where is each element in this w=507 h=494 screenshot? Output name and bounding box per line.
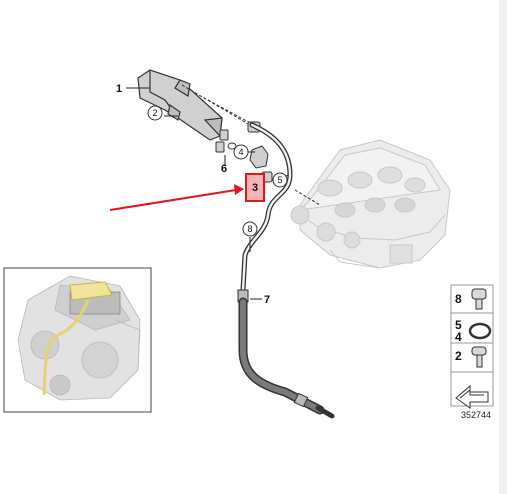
callout-circle-5 bbox=[272, 172, 288, 188]
callout-6: 6 bbox=[221, 163, 227, 175]
fuel-rail-bracket bbox=[137, 69, 223, 141]
callout-circle-4 bbox=[233, 144, 249, 160]
callout-circle-8 bbox=[242, 221, 258, 237]
cylinder-head-illustration bbox=[290, 139, 451, 269]
mounting-dash-line-b bbox=[207, 99, 255, 126]
legend-number-8: 8 bbox=[455, 292, 462, 306]
hose-clamp-icon bbox=[471, 288, 487, 310]
legend-number-2: 2 bbox=[455, 349, 462, 363]
callout-1: 1 bbox=[116, 83, 122, 95]
legend-number-4: 4 bbox=[455, 330, 462, 344]
callout-2: 2 bbox=[152, 108, 157, 118]
callout-7: 7 bbox=[264, 294, 270, 306]
reference-number: 352744 bbox=[461, 410, 491, 420]
callout-circle-2 bbox=[147, 105, 163, 121]
callout-8: 8 bbox=[247, 224, 252, 234]
red-pointer-arrow bbox=[109, 184, 244, 211]
callout-3: 3 bbox=[252, 182, 258, 194]
callout-4: 4 bbox=[238, 147, 243, 157]
right-border-strip bbox=[499, 0, 507, 494]
fuel-feed-line bbox=[237, 122, 335, 419]
legend-number-5: 5 bbox=[455, 318, 462, 332]
screw-icon bbox=[471, 346, 487, 368]
engine-overview-inset bbox=[3, 267, 152, 413]
o-ring-icon bbox=[468, 322, 492, 340]
mounting-dash-line-a bbox=[181, 84, 251, 126]
highlight-box-part-3 bbox=[245, 173, 265, 202]
note-arrow-icon bbox=[455, 384, 489, 409]
callout-5: 5 bbox=[277, 175, 282, 185]
